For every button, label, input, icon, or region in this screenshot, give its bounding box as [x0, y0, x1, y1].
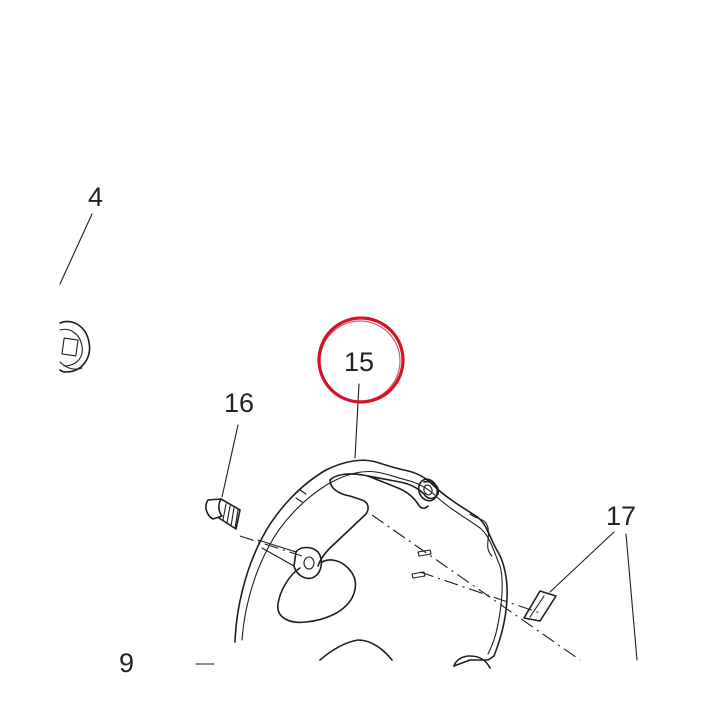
leader-line-17a — [549, 531, 615, 593]
callout-label-15: 15 — [344, 347, 374, 377]
assembly-axis-lines — [239, 514, 581, 661]
part-15-bracket — [234, 459, 508, 669]
callout-label-17: 17 — [606, 501, 636, 531]
part-4-washer — [59, 320, 91, 373]
callout-label-4: 4 — [88, 182, 103, 212]
leader-line-16 — [221, 424, 239, 498]
callout-label-16: 16 — [224, 388, 254, 418]
callout-label-9: 9 — [119, 648, 134, 678]
highlight-circle — [317, 316, 405, 404]
part-17-clip — [523, 590, 557, 622]
leader-line-15 — [354, 383, 360, 459]
leader-line-4 — [59, 213, 93, 285]
leader-line-17b — [625, 533, 638, 661]
leader-lines — [59, 213, 638, 661]
part-16-bolt — [205, 498, 241, 530]
